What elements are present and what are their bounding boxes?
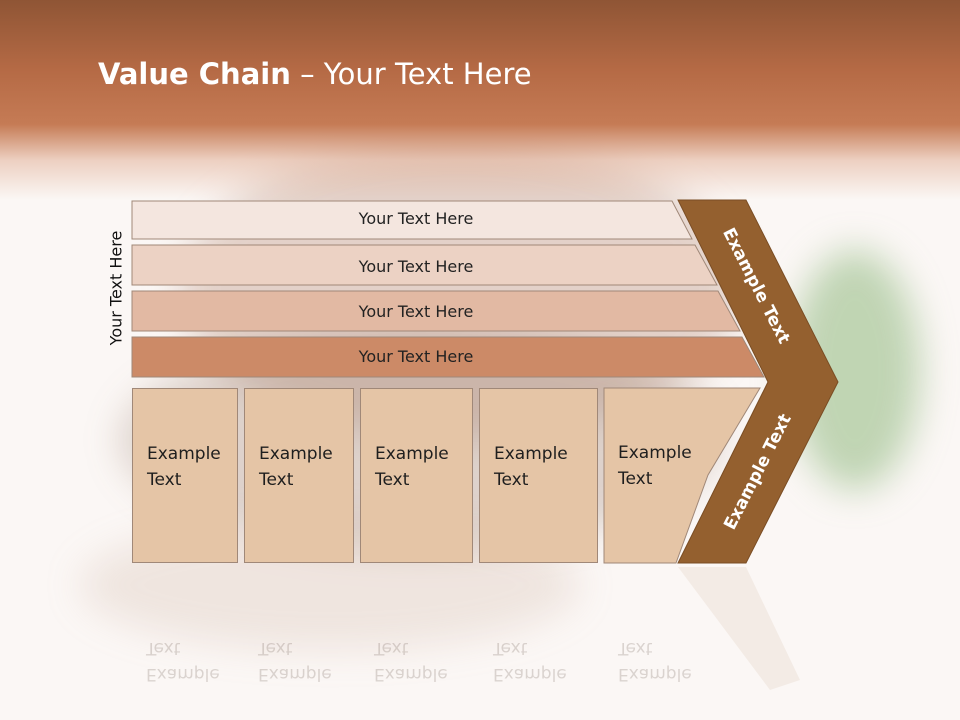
- page-title: Value Chain – Your Text Here: [98, 54, 532, 94]
- bar-4-label: Your Text Here: [358, 347, 474, 366]
- cell-4-reflection-text: Example Text: [493, 638, 567, 684]
- bar-1-label: Your Text Here: [358, 209, 474, 228]
- cell-1-label: Example Text: [147, 444, 221, 490]
- bar-4: [131, 336, 765, 378]
- cell-2: Example Text: [244, 388, 354, 563]
- bar-3-label: Your Text Here: [358, 302, 474, 321]
- cell-3-reflection-text: Example Text: [374, 638, 448, 684]
- cell-4-reflection: Example Text: [479, 573, 598, 693]
- cell-5: Example Text: [604, 388, 704, 563]
- cell-2-label: Example Text: [259, 444, 333, 490]
- cell-1-reflection: Example Text: [132, 573, 238, 693]
- cell-2-reflection: Example Text: [244, 573, 354, 693]
- bar-2-label: Your Text Here: [358, 257, 474, 276]
- cell-4-label: Example Text: [494, 444, 568, 490]
- cell-4: Example Text: [479, 388, 598, 563]
- cell-2-reflection-text: Example Text: [258, 638, 332, 684]
- cell-5-reflection: Example Text: [604, 573, 704, 693]
- bar-1: [131, 200, 693, 240]
- bar-2: [131, 244, 718, 286]
- cell-3: Example Text: [360, 388, 473, 563]
- cell-1: Example Text: [132, 388, 238, 563]
- cell-5-reflection-text: Example Text: [618, 638, 692, 684]
- cell-5-label: Example Text: [618, 443, 692, 489]
- chevron-arrow: [677, 199, 839, 564]
- cell-5-shape: [603, 387, 761, 564]
- title-rest: – Your Text Here: [290, 57, 532, 91]
- cell-3-reflection: Example Text: [360, 573, 473, 693]
- bar-3: [131, 290, 741, 332]
- title-bold: Value Chain: [98, 57, 291, 91]
- cell-1-reflection-text: Example Text: [146, 638, 220, 684]
- header-band: [0, 0, 960, 200]
- cell-3-label: Example Text: [375, 444, 449, 490]
- chevron-reflection: [678, 567, 800, 690]
